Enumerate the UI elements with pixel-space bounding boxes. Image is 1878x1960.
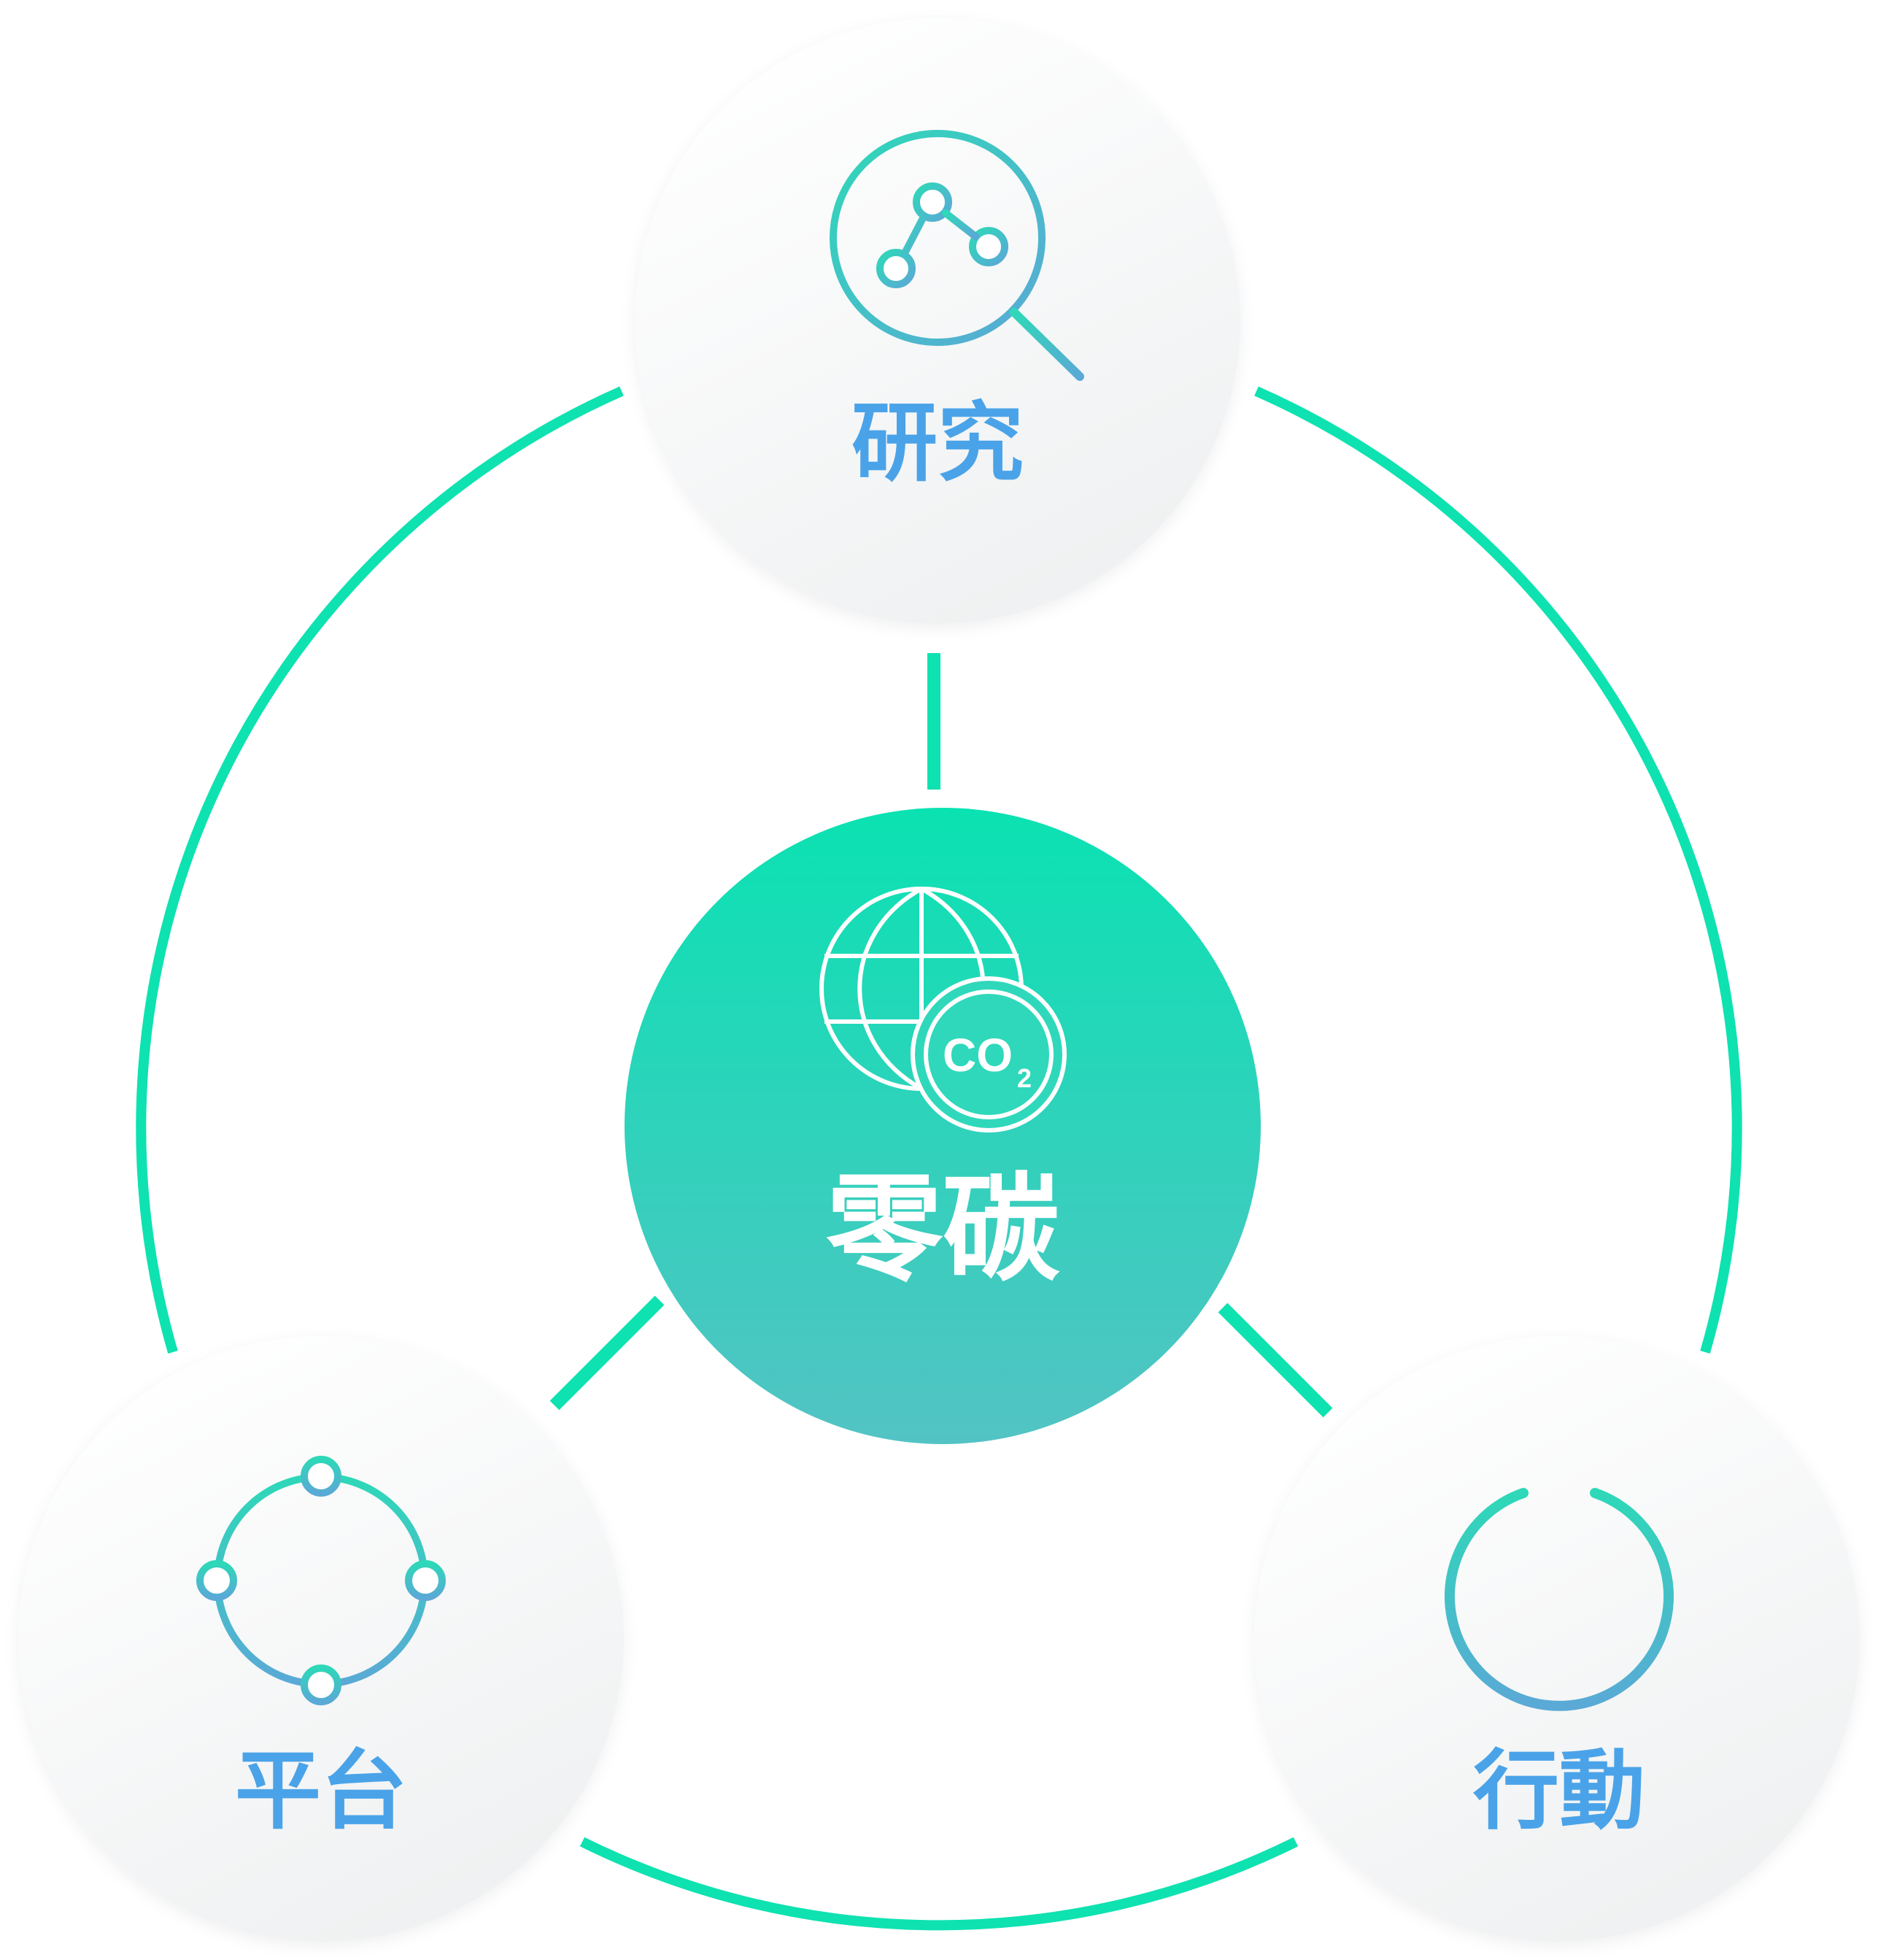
center-node: CO 2 零碳 [625, 808, 1261, 1444]
ring-arc-left [136, 386, 624, 1354]
connector-action [1218, 1303, 1333, 1418]
globe-co2-icon [819, 887, 1067, 1133]
node-action-label: 行動 [1473, 1740, 1645, 1841]
node-action: 行動 [1254, 1336, 1860, 1942]
power-icon [1445, 1452, 1674, 1711]
ring-arc-right [1254, 386, 1742, 1354]
center-label: 零碳 [826, 1161, 1060, 1297]
node-research-circle [635, 18, 1240, 624]
magnifier-network-icon [830, 130, 1084, 381]
ring-arc-bottom [579, 1837, 1299, 1931]
connector-platform [549, 1295, 665, 1411]
node-research-label: 研究 [851, 393, 1024, 493]
center-circle [625, 808, 1261, 1444]
node-platform: 平台 [18, 1336, 624, 1942]
connectors [549, 653, 1333, 1418]
outer-ring [136, 386, 1742, 1931]
node-action-circle [1254, 1336, 1860, 1942]
node-research: 研究 [635, 18, 1240, 624]
node-platform-circle [18, 1336, 624, 1942]
co2-text: CO [943, 1029, 1013, 1081]
circular-network-icon [196, 1456, 446, 1705]
node-platform-label: 平台 [235, 1740, 407, 1841]
co2-subscript: 2 [1017, 1063, 1032, 1093]
